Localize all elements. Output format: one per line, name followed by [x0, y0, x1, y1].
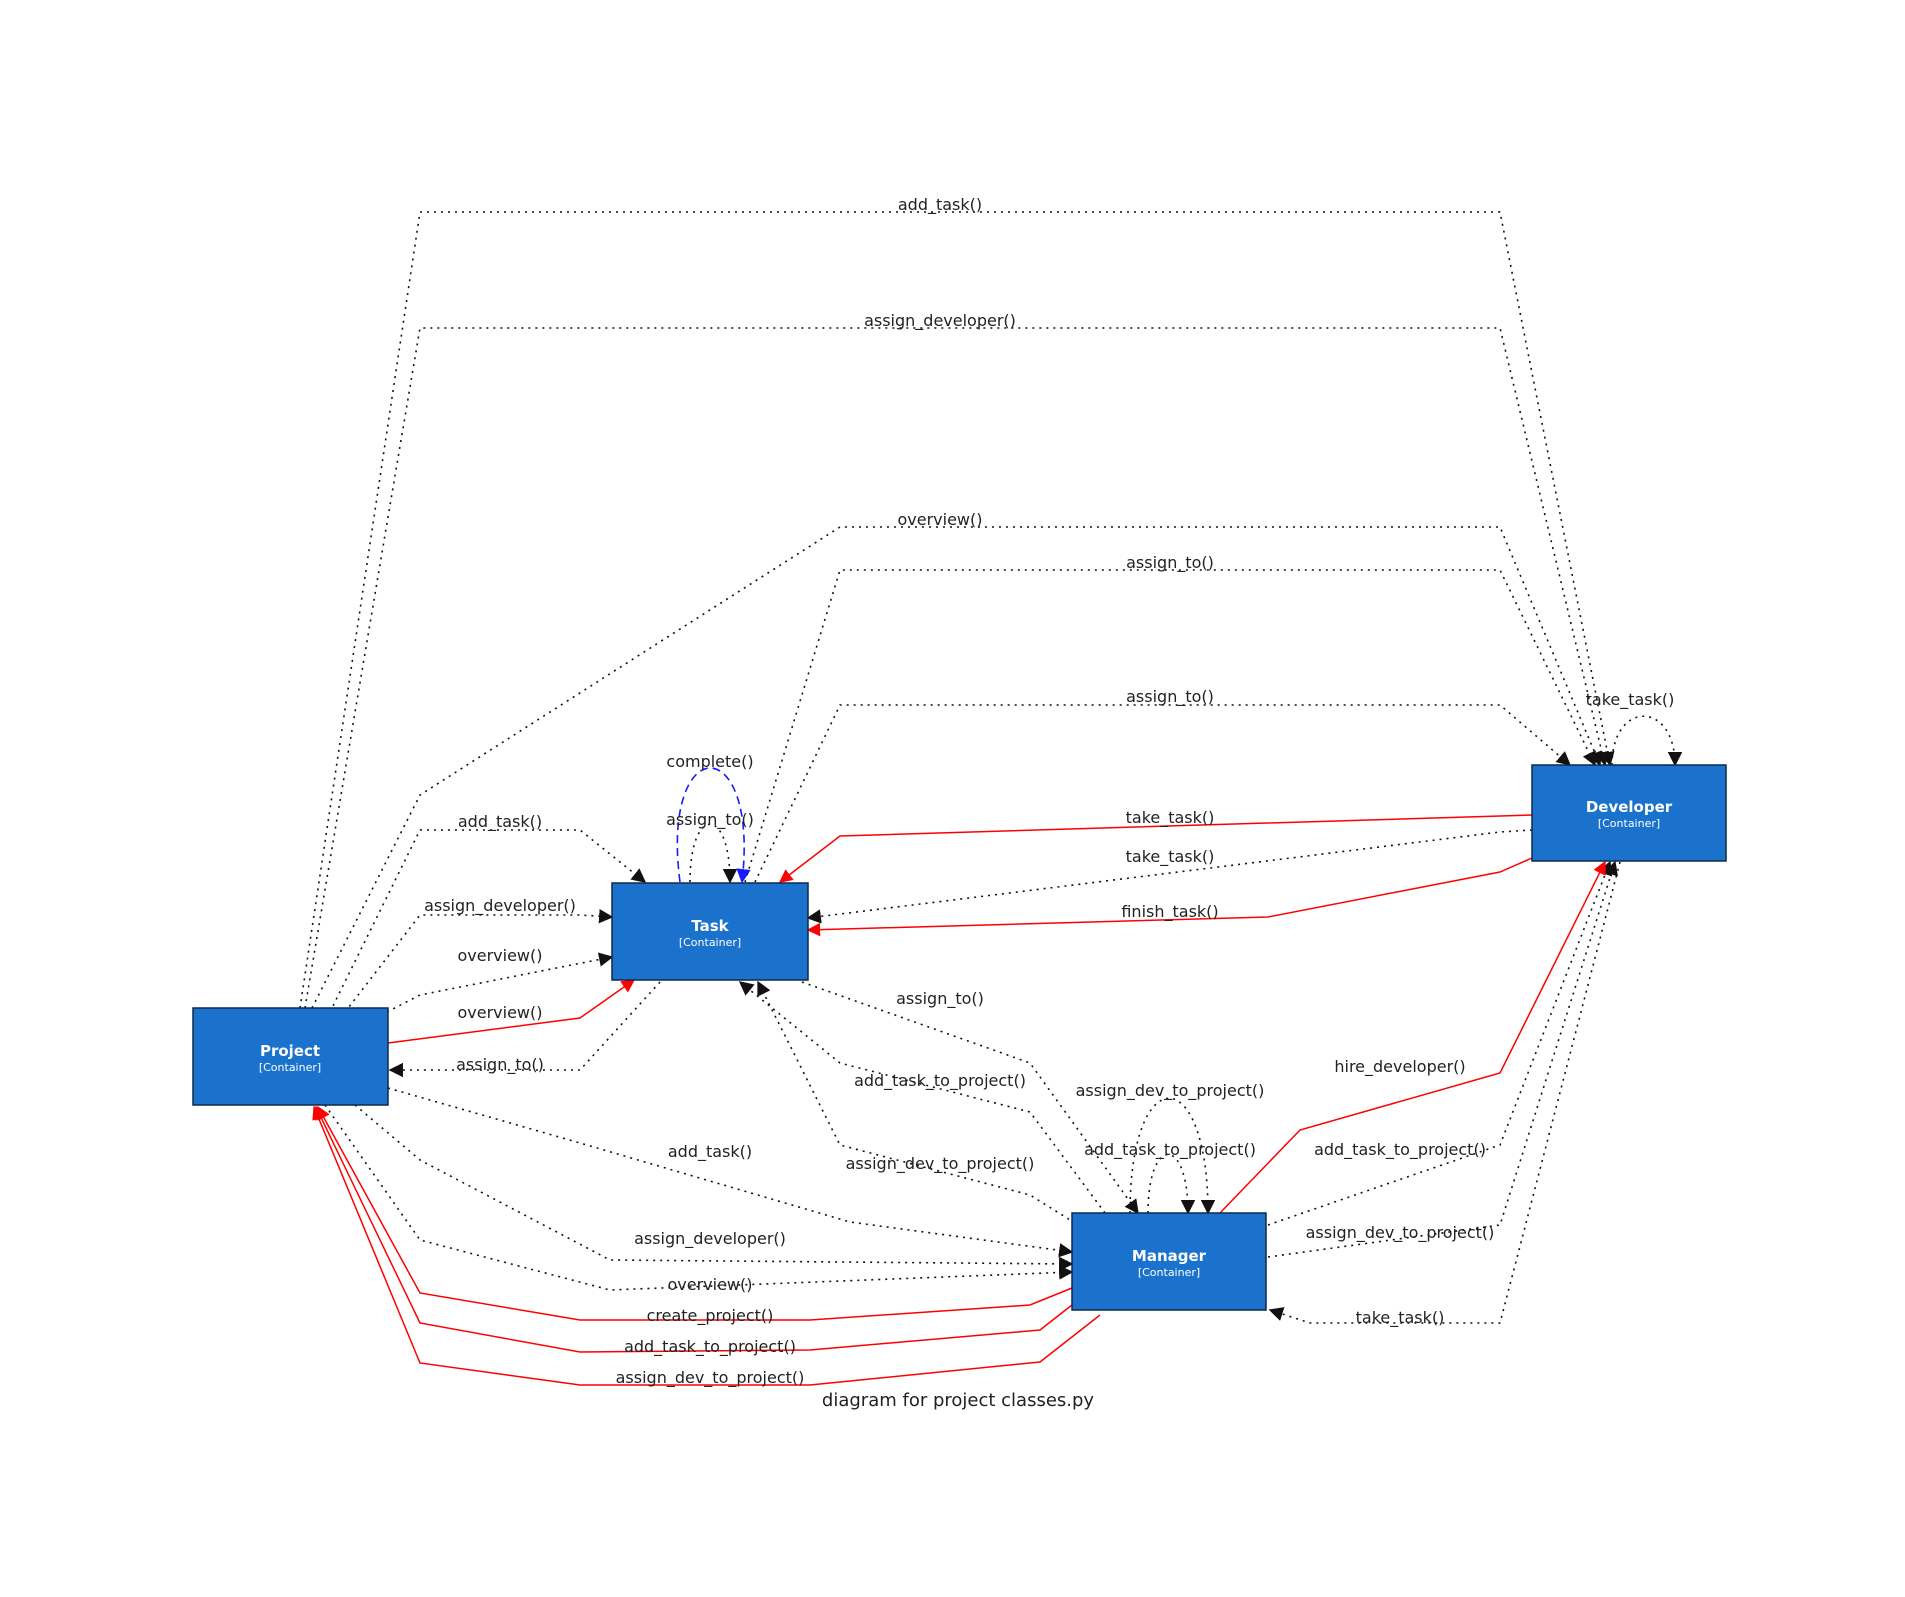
label-top-add-task: add_task()	[898, 195, 982, 215]
label-task-self-complete: complete()	[666, 752, 753, 771]
label-top-assign-developer: assign_developer()	[864, 311, 1016, 331]
label-top-assign-to-2: assign_to()	[1126, 687, 1214, 707]
node-project[interactable]: Project [Container]	[192, 1007, 389, 1106]
edge-task-mgr-assign-to	[801, 981, 1139, 1215]
edge-top-assign-to-2	[754, 704, 1572, 883]
label-proj-task-overview-dotted: overview()	[457, 946, 542, 965]
edge-mgr-proj-create-project	[317, 1105, 1073, 1321]
edge-task-self-complete	[676, 767, 751, 884]
label-dev-task-take-task-solid: take_task()	[1126, 808, 1215, 828]
edge-mgr-self-add-task	[1147, 1153, 1196, 1215]
label-dev-task-finish-task: finish_task()	[1121, 902, 1218, 922]
node-manager-title: Manager	[1132, 1247, 1207, 1265]
edge-proj-mgr-add-task	[387, 1087, 1074, 1258]
edge-dev-task-take-task-solid	[778, 814, 1533, 883]
edge-mgr-dev-add-task-to-project	[1267, 860, 1613, 1226]
label-top-overview: overview()	[897, 510, 982, 529]
edge-dev-self-take-task	[1611, 715, 1683, 767]
edge-top-assign-developer	[304, 327, 1609, 1009]
solid-edges	[312, 814, 1606, 1386]
node-manager[interactable]: Manager [Container]	[1071, 1212, 1267, 1311]
edge-dev-mgr-take-task	[1268, 861, 1621, 1324]
label-dev-self-take-task: take_task()	[1586, 690, 1675, 710]
label-task-mgr-assign-to: assign_to()	[896, 989, 984, 1009]
label-mgr-dev-hire-developer: hire_developer()	[1334, 1057, 1465, 1077]
edge-task-self-assign-to	[689, 823, 738, 884]
label-mgr-self-add-task: add_task_to_project()	[1084, 1140, 1256, 1160]
edge-top-add-task	[299, 211, 1615, 1009]
edge-mgr-task-assign-dev-to-project	[757, 980, 1076, 1224]
label-proj-task-assign-developer: assign_developer()	[424, 896, 576, 916]
label-mgr-proj-create-project: create_project()	[647, 1306, 774, 1326]
edge-mgr-proj-assign-dev-to-project	[312, 1105, 1101, 1386]
node-project-subtitle: [Container]	[259, 1061, 321, 1074]
label-proj-task-overview-solid: overview()	[457, 1003, 542, 1022]
label-proj-mgr-overview: overview()	[667, 1275, 752, 1294]
label-task-proj-assign-to: assign_to()	[456, 1055, 544, 1075]
label-task-self-assign-to: assign_to()	[666, 810, 754, 830]
node-developer[interactable]: Developer [Container]	[1531, 764, 1727, 862]
dotted-edges	[299, 211, 1683, 1324]
edge-top-overview	[311, 526, 1602, 1009]
edge-proj-task-add-task	[329, 829, 647, 1013]
label-mgr-dev-assign-dev-to-project: assign_dev_to_project()	[1306, 1223, 1495, 1243]
node-developer-title: Developer	[1586, 798, 1673, 816]
label-mgr-self-assign-dev: assign_dev_to_project()	[1076, 1081, 1265, 1101]
node-manager-subtitle: [Container]	[1138, 1266, 1200, 1279]
edge-proj-mgr-overview	[324, 1104, 1074, 1291]
label-top-assign-to-1: assign_to()	[1126, 553, 1214, 573]
diagram-caption: diagram for project classes.py	[822, 1390, 1095, 1411]
label-mgr-proj-assign-dev-to-project: assign_dev_to_project()	[616, 1368, 805, 1388]
node-task-subtitle: [Container]	[679, 936, 741, 949]
node-developer-subtitle: [Container]	[1598, 817, 1660, 830]
node-project-title: Project	[260, 1042, 320, 1060]
edge-proj-task-overview-solid	[387, 979, 636, 1044]
edge-proj-mgr-assign-developer	[354, 1104, 1074, 1272]
label-mgr-task-assign-dev-to-project: assign_dev_to_project()	[846, 1154, 1035, 1174]
label-dev-task-take-task-dotted: take_task()	[1126, 847, 1215, 867]
node-task-title: Task	[691, 917, 729, 935]
label-proj-mgr-add-task: add_task()	[668, 1142, 752, 1162]
edge-mgr-self-assign-dev	[1129, 1097, 1216, 1215]
edge-mgr-proj-add-task-to-project	[315, 1105, 1073, 1353]
edge-mgr-dev-hire-developer	[1219, 860, 1606, 1214]
label-proj-task-add-task: add_task()	[458, 812, 542, 832]
edge-mgr-dev-assign-dev-to-project	[1267, 860, 1618, 1258]
label-mgr-proj-add-task-to-project: add_task_to_project()	[624, 1337, 796, 1357]
label-proj-mgr-assign-developer: assign_developer()	[634, 1229, 786, 1249]
label-mgr-task-add-task-to-project: add_task_to_project()	[854, 1071, 1026, 1091]
edge-dev-task-finish-task	[806, 857, 1533, 937]
label-dev-mgr-take-task: take_task()	[1356, 1308, 1445, 1328]
node-task[interactable]: Task [Container]	[611, 882, 809, 981]
edge-mgr-task-add-task-to-project	[738, 981, 1106, 1214]
label-mgr-dev-add-task-to-project: add_task_to_project()	[1314, 1140, 1486, 1160]
